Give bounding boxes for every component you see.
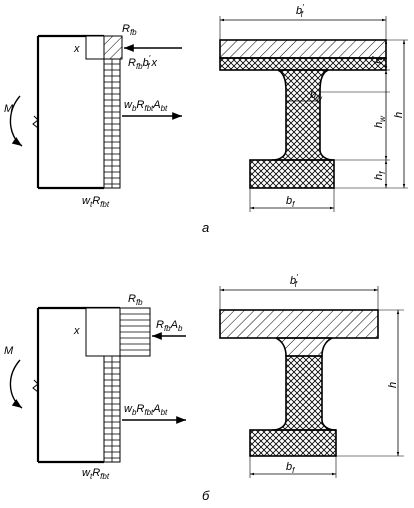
figure-b-caption: б: [202, 488, 210, 503]
top-width-label: b′f: [290, 273, 298, 289]
compression-stress-block: [119, 307, 151, 357]
moment-arrow: [9, 359, 23, 409]
depth-label: x: [73, 43, 80, 55]
bottom-flange-height-label: hf: [373, 171, 387, 180]
figure-a-stress-diagram: M x Rfb: [4, 23, 182, 209]
compression-force-label: RfbAb: [156, 319, 183, 333]
top-flange-height-label: h′f: [371, 56, 387, 64]
moment-label: M: [4, 345, 14, 357]
web-height-label: hw: [373, 115, 387, 128]
tension-force-label: wbRfbtAbt: [124, 99, 168, 113]
compression-stress-label: Rfb: [128, 293, 143, 307]
bottom-width-label: bf: [286, 195, 295, 209]
web: [271, 69, 335, 161]
top-width-label: b′f: [296, 3, 304, 19]
bottom-flange: [249, 429, 337, 457]
figure-a-caption: а: [202, 220, 209, 235]
figure-b-stress-diagram: M x: [4, 293, 186, 481]
tension-stress-label: wtRfbt: [82, 195, 110, 209]
tension-stress-label: wtRfbt: [82, 467, 110, 481]
compression-zone: [85, 307, 121, 357]
compression-zone: [85, 35, 105, 60]
moment-arrow: [9, 95, 23, 147]
bottom-flange: [249, 159, 335, 189]
total-height-label: h: [387, 382, 399, 388]
figure-b-section: b′f h bf: [219, 273, 404, 478]
moment-label: M: [4, 103, 14, 115]
tension-zone: [103, 355, 121, 463]
tension-zone: [103, 58, 121, 189]
bottom-width-label: bf: [286, 461, 295, 475]
depth-label: x: [73, 325, 80, 337]
top-flange: [219, 309, 379, 339]
total-height-label: h: [393, 112, 405, 118]
tension-force-label: wbRfbtAbt: [124, 403, 168, 417]
web-width-label: bw: [310, 89, 323, 103]
compression-stress-label: Rfb: [122, 23, 137, 37]
figure-a-section: b′f bw h′f hw hf h bf: [219, 3, 408, 212]
web: [271, 355, 337, 431]
